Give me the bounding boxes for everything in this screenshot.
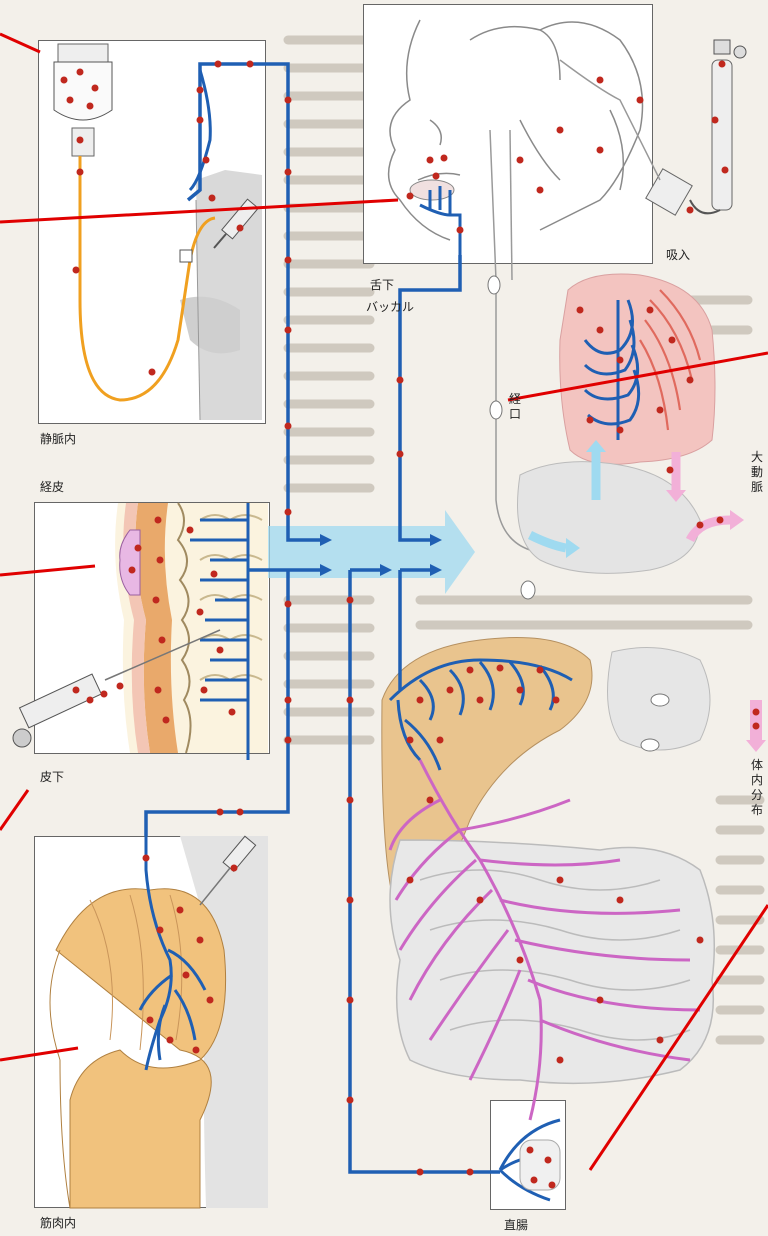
label-subcutaneous: 皮下	[40, 768, 64, 785]
mouth-cavity	[410, 180, 454, 200]
label-intravenous: 静脈内	[40, 430, 76, 447]
label-rectal: 直腸	[504, 1216, 528, 1233]
label-sublingual: 舌下	[370, 276, 394, 293]
central-flow-arrow	[268, 510, 475, 594]
inhalation-airflow	[560, 60, 660, 180]
label-buccal: バッカル	[366, 298, 414, 315]
label-intramuscular: 筋肉内	[40, 1214, 76, 1231]
iv-tube-clip	[180, 250, 192, 262]
inhaler-icon	[646, 40, 746, 215]
label-inhalation: 吸入	[666, 246, 690, 263]
label-distribution: 体内分布	[750, 758, 764, 818]
label-oral: 経口	[508, 392, 522, 422]
label-aorta: 大動脈	[750, 450, 764, 495]
label-transdermal: 経皮	[40, 478, 64, 495]
intestines-illustration	[390, 840, 714, 1083]
